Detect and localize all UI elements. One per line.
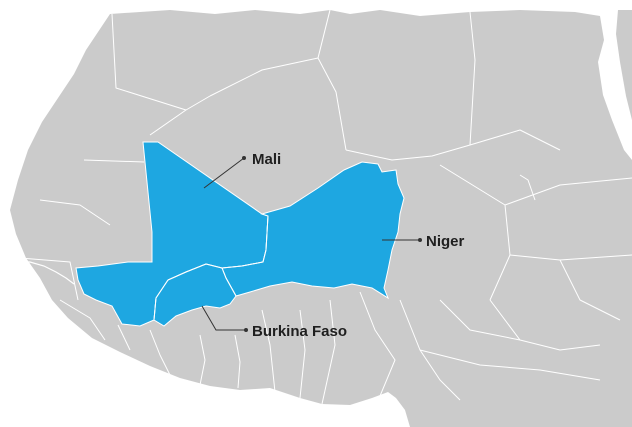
niger-leader-dot	[418, 238, 422, 242]
burkina-faso-leader	[201, 305, 246, 331]
label-group-burkina-faso: Burkina Faso	[201, 305, 347, 340]
gulf-of-guinea	[0, 372, 410, 427]
label-group-mali: Mali	[203, 151, 281, 189]
mali-niger-border	[221, 215, 269, 269]
arabian-peninsula	[616, 10, 632, 120]
mali-leader-dot	[242, 156, 246, 160]
label-mali: Mali	[252, 151, 281, 168]
burkina-niger-border	[221, 267, 237, 297]
label-burkina-faso: Burkina Faso	[252, 323, 347, 340]
country-borders	[19, 9, 632, 405]
senegal-coast	[14, 261, 75, 285]
mali-burkina-border	[153, 263, 223, 321]
label-niger: Niger	[426, 233, 465, 250]
burkina-faso-leader-dot	[244, 328, 248, 332]
label-group-niger: Niger	[382, 233, 465, 250]
mali-leader	[203, 157, 245, 189]
